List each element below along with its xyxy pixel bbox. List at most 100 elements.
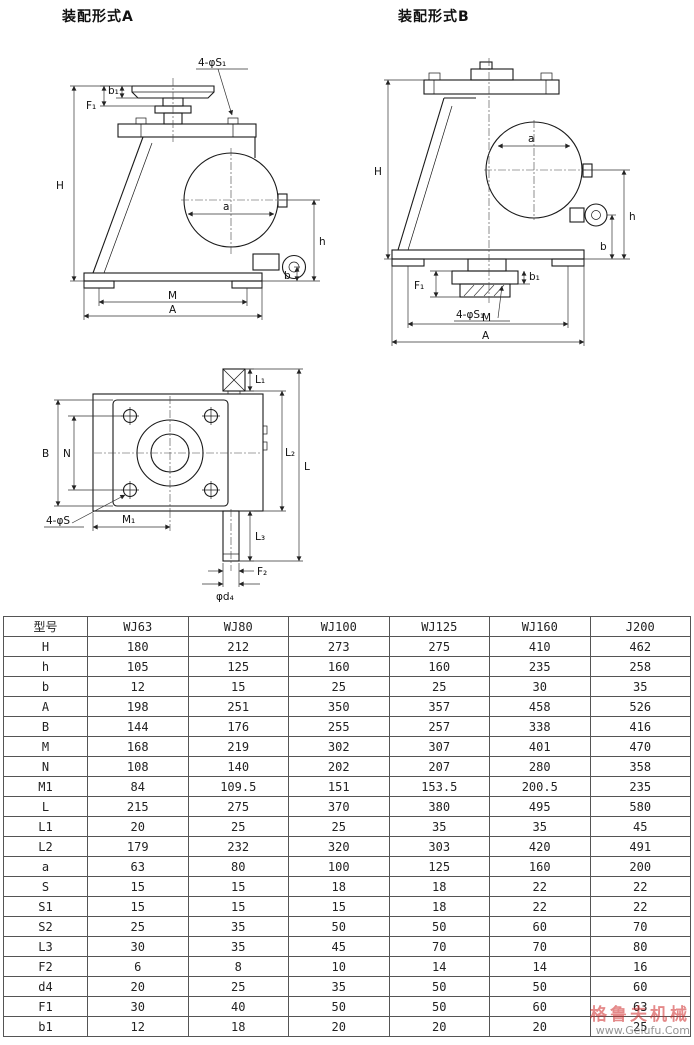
value-cell: 207 bbox=[388, 756, 490, 777]
value-cell: 80 bbox=[187, 856, 289, 877]
dimension-F2-c: F₂ bbox=[208, 563, 267, 578]
value-cell: 320 bbox=[288, 836, 390, 857]
bottom-cap bbox=[459, 283, 511, 298]
value-cell: 25 bbox=[288, 676, 390, 697]
dim-label-L3: L₃ bbox=[255, 531, 265, 543]
value-cell: 200.5 bbox=[489, 776, 591, 797]
dimension-b-b: b bbox=[600, 214, 616, 260]
value-cell: 30 bbox=[87, 936, 189, 957]
value-cell: 302 bbox=[288, 736, 390, 757]
value-cell: 100 bbox=[288, 856, 390, 877]
value-cell: 15 bbox=[187, 676, 289, 697]
value-cell: 35 bbox=[489, 816, 591, 837]
dim-label-L1: L₁ bbox=[255, 374, 265, 386]
dim-label-F1: F₁ bbox=[414, 280, 424, 292]
value-cell: 257 bbox=[388, 716, 490, 737]
value-cell: 462 bbox=[589, 636, 691, 657]
dimension-b1-b: b₁ bbox=[518, 270, 540, 285]
dim-label-S: 4-φS bbox=[46, 515, 70, 527]
dim-label-B: B bbox=[42, 448, 49, 460]
value-cell: 15 bbox=[87, 896, 189, 917]
param-cell: b1 bbox=[3, 1016, 88, 1037]
value-cell: 35 bbox=[187, 916, 289, 937]
dim-label-A: A bbox=[169, 304, 177, 316]
dim-label-M: M bbox=[482, 312, 491, 324]
watermark-brand: 格鲁夫机械 bbox=[590, 1005, 690, 1026]
value-cell: 200 bbox=[589, 856, 691, 877]
value-cell: 16 bbox=[589, 956, 691, 977]
dimension-M1-c: M₁ bbox=[92, 510, 171, 531]
dim-label-N: N bbox=[63, 448, 71, 460]
foot-left bbox=[83, 280, 115, 289]
dim-label-S1: 4-φS₁ bbox=[456, 309, 484, 321]
dim-label-M: M bbox=[168, 290, 177, 302]
lifting-eye-outer bbox=[584, 203, 608, 227]
value-cell: 160 bbox=[288, 656, 390, 677]
value-cell: 25 bbox=[288, 816, 390, 837]
value-cell: 22 bbox=[489, 876, 591, 897]
value-cell: 45 bbox=[288, 936, 390, 957]
plate-bolt-left bbox=[428, 72, 441, 81]
param-cell: L1 bbox=[3, 816, 88, 837]
param-cell: M1 bbox=[3, 776, 88, 797]
param-cell: M bbox=[3, 736, 88, 757]
dimension-L3-c: L₃ bbox=[239, 510, 265, 562]
value-cell: 20 bbox=[388, 1016, 490, 1037]
value-cell: 15 bbox=[288, 896, 390, 917]
top-stem bbox=[479, 61, 493, 70]
value-cell: 580 bbox=[589, 796, 691, 817]
watermark: 格鲁夫机械 www.Gelufu.Com bbox=[590, 1006, 690, 1037]
value-cell: 416 bbox=[589, 716, 691, 737]
value-cell: 235 bbox=[589, 776, 691, 797]
dimension-H-b: H bbox=[374, 79, 424, 260]
worm-shaft-end bbox=[222, 368, 246, 392]
foot-right bbox=[231, 280, 263, 289]
value-cell: 495 bbox=[489, 796, 591, 817]
value-cell: 70 bbox=[388, 936, 490, 957]
param-cell: L bbox=[3, 796, 88, 817]
jack-body-a bbox=[83, 78, 307, 289]
dim-label-h: h bbox=[319, 236, 326, 248]
value-cell: 280 bbox=[489, 756, 591, 777]
value-cell: 84 bbox=[87, 776, 189, 797]
value-cell: 273 bbox=[288, 636, 390, 657]
housing-slant-outer bbox=[397, 97, 445, 251]
housing-slant-inner bbox=[103, 142, 153, 274]
value-cell: 35 bbox=[388, 816, 490, 837]
eye-bracket bbox=[252, 253, 280, 271]
dim-label-F1: F₁ bbox=[86, 100, 96, 112]
value-cell: 235 bbox=[489, 656, 591, 677]
value-cell: 370 bbox=[288, 796, 390, 817]
dimension-a-a: a bbox=[187, 201, 275, 217]
value-cell: 380 bbox=[388, 796, 490, 817]
value-cell: 20 bbox=[87, 816, 189, 837]
value-cell: 30 bbox=[87, 996, 189, 1017]
param-cell: h bbox=[3, 656, 88, 677]
value-cell: 40 bbox=[187, 996, 289, 1017]
dimension-B-c: B bbox=[42, 399, 113, 507]
flange-bolt-left bbox=[135, 117, 147, 125]
plate-bolt-right bbox=[540, 72, 553, 81]
base-plate bbox=[391, 249, 585, 260]
param-cell: B bbox=[3, 716, 88, 737]
value-cell: 357 bbox=[388, 696, 490, 717]
dim-label-a: a bbox=[528, 133, 534, 145]
dimension-H-a: H bbox=[56, 85, 132, 282]
value-cell: 212 bbox=[187, 636, 289, 657]
param-cell: F2 bbox=[3, 956, 88, 977]
value-cell: 526 bbox=[589, 696, 691, 717]
value-cell: 50 bbox=[388, 916, 490, 937]
value-cell: 63 bbox=[87, 856, 189, 877]
screw-column bbox=[467, 258, 507, 272]
value-cell: 6 bbox=[87, 956, 189, 977]
eye-bracket bbox=[569, 207, 585, 223]
value-cell: 80 bbox=[589, 936, 691, 957]
value-cell: 15 bbox=[187, 896, 289, 917]
value-cell: 275 bbox=[388, 636, 490, 657]
